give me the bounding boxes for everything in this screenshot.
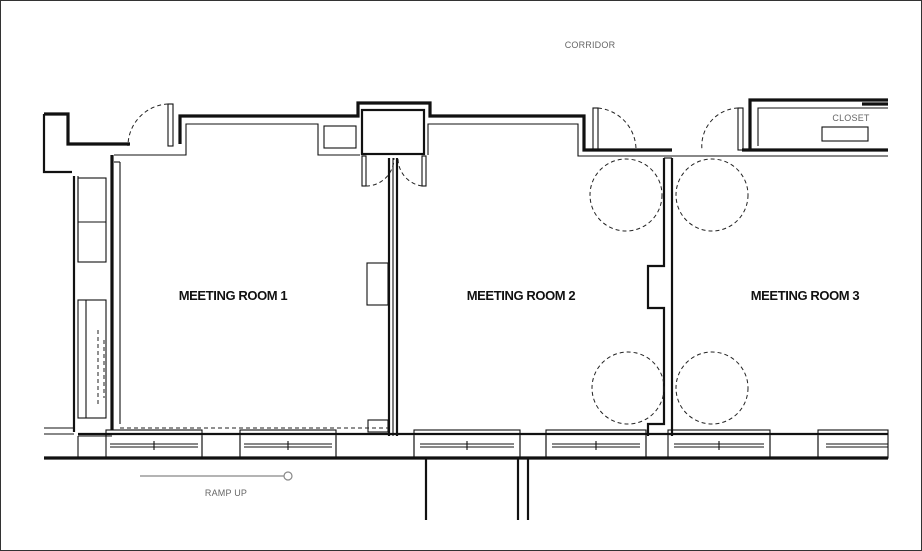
window-units [77, 429, 889, 459]
north-wall [42, 101, 888, 174]
partition-room1-room2 [366, 158, 399, 436]
column-circles [589, 158, 749, 425]
closet-label: CLOSET [832, 113, 870, 123]
meeting-room-1-label: MEETING ROOM 1 [179, 288, 288, 303]
corridor-label: CORRIDOR [565, 40, 616, 50]
door-room2[interactable] [592, 107, 637, 151]
south-supports [424, 458, 530, 520]
south-facade [44, 427, 888, 460]
ramp-up-label: RAMP UP [205, 488, 247, 498]
partition-room2-room3 [646, 157, 674, 436]
meeting-room-2-label: MEETING ROOM 2 [467, 288, 576, 303]
door-room3[interactable] [701, 107, 744, 151]
west-wall [72, 155, 121, 432]
meeting-room-3-label: MEETING ROOM 3 [751, 288, 860, 303]
double-door-shaft[interactable] [361, 155, 427, 187]
ramp-arrow [140, 471, 293, 481]
duct-shaft [323, 108, 426, 156]
closet [748, 98, 888, 150]
door-room1[interactable] [127, 103, 174, 147]
